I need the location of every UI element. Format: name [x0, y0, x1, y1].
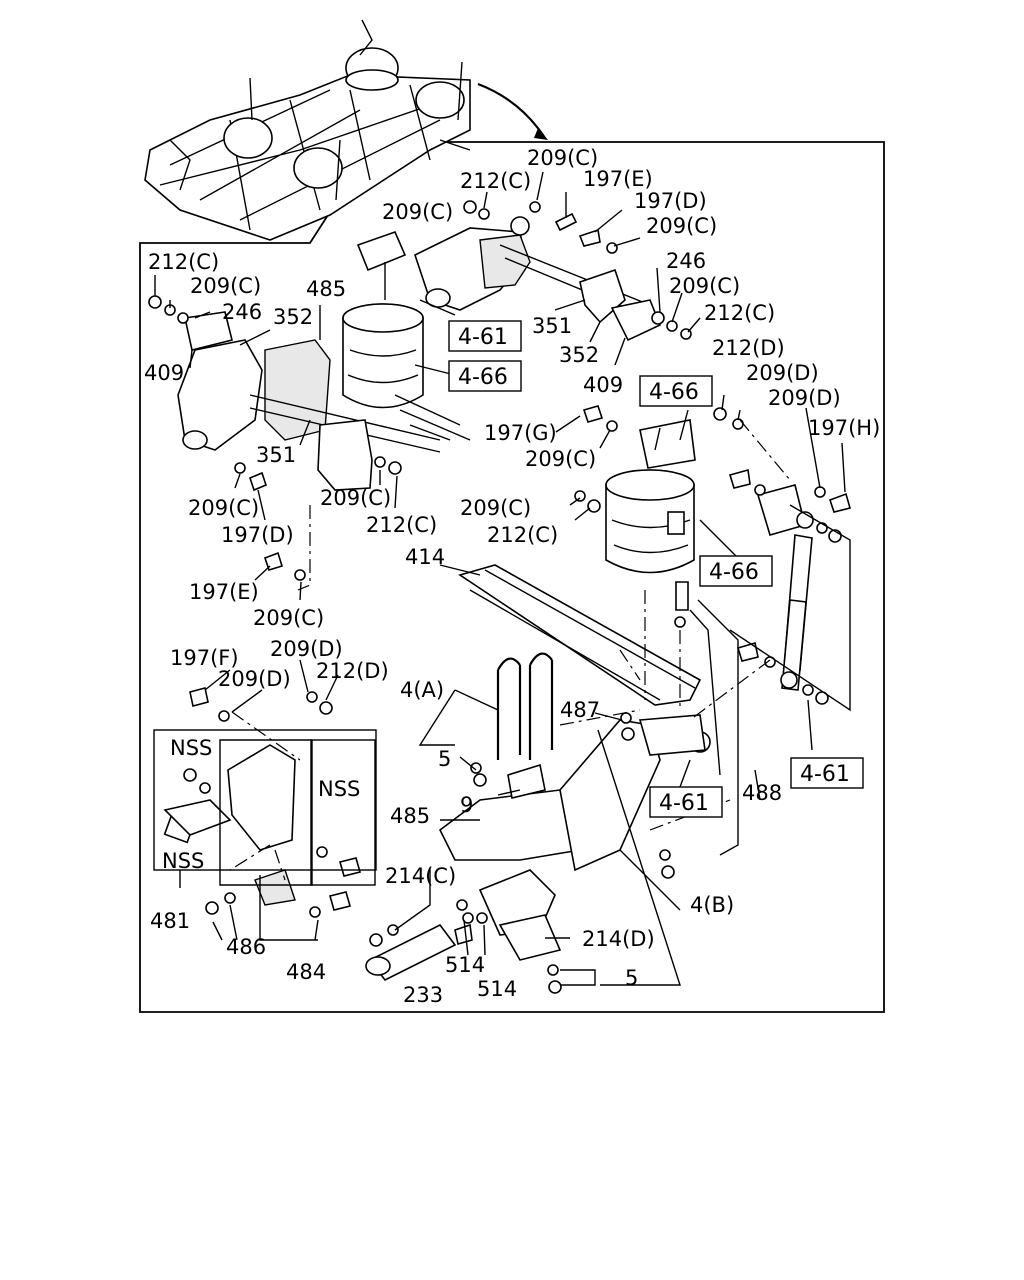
part-label: 212(C) [487, 523, 558, 547]
diagram-frame [139, 141, 885, 1013]
part-label: 486 [226, 935, 266, 959]
upper-right-bracket-assembly [414, 216, 692, 342]
ref-box-4-66-c[interactable]: 4-66 [699, 555, 773, 587]
ref-box-4-66-c-label: 4-66 [709, 560, 759, 585]
part-label: 197(D) [634, 189, 707, 213]
part-label: 197(E) [189, 580, 259, 604]
part-label: 351 [256, 443, 296, 467]
ref-box-4-61-b-label: 4-61 [659, 791, 709, 816]
nss-box-left [153, 729, 377, 871]
part-label: 414 [405, 545, 445, 569]
part-label: 409 [144, 361, 184, 385]
part-label: 485 [306, 277, 346, 301]
part-label: 197(E) [583, 167, 653, 191]
part-label: 9 [460, 793, 473, 817]
part-label: 209(C) [525, 447, 596, 471]
alignment-lines [229, 419, 791, 881]
torque-rod-assembly [365, 869, 562, 982]
part-label: 214(C) [385, 864, 456, 888]
ref-box-4-66-a-label: 4-66 [458, 365, 508, 390]
ref-box-4-66-b-label: 4-66 [649, 380, 699, 405]
ref-box-4-61-c[interactable]: 4-61 [790, 757, 864, 789]
upper-air-spring [342, 230, 471, 441]
part-label: 481 [150, 909, 190, 933]
part-label: NSS [162, 849, 204, 873]
leader-lines [154, 171, 851, 986]
part-label: 214(D) [582, 927, 655, 951]
part-label: 351 [532, 314, 572, 338]
part-label: 409 [583, 373, 623, 397]
lower-left-bracket [163, 744, 296, 906]
hardware-parts [183, 200, 851, 994]
part-label: 484 [286, 960, 326, 984]
part-label: 246 [666, 249, 706, 273]
part-label: NSS [318, 777, 360, 801]
part-label: 4(B) [690, 893, 734, 917]
part-label: 197(F) [170, 646, 239, 670]
part-label: 209(C) [188, 496, 259, 520]
part-label: 209(C) [253, 606, 324, 630]
part-label: 514 [477, 977, 517, 1001]
part-label: 233 [403, 983, 443, 1007]
overview-assembly-illustration [144, 19, 548, 241]
ref-box-4-66-b[interactable]: 4-66 [639, 375, 713, 407]
part-label: 209(C) [382, 200, 453, 224]
part-label: 212(C) [704, 301, 775, 325]
part-label: 209(C) [460, 496, 531, 520]
part-label: 209(C) [527, 146, 598, 170]
part-label: 209(C) [646, 214, 717, 238]
part-label: 212(C) [366, 513, 437, 537]
part-label: 197(D) [221, 523, 294, 547]
nss-box-inner [310, 739, 376, 886]
part-labels: 209(C) 212(C) 197(E) 197(D) 209(C) 209(C… [144, 146, 880, 1007]
ref-box-4-61-a[interactable]: 4-61 [448, 320, 522, 352]
part-label: 212(C) [460, 169, 531, 193]
part-label: 488 [742, 781, 782, 805]
part-label: 212(C) [148, 250, 219, 274]
part-label: 212(D) [712, 336, 785, 360]
part-label: 209(C) [320, 486, 391, 510]
part-label: 5 [625, 966, 638, 990]
part-label: 485 [390, 804, 430, 828]
ref-box-4-61-a-label: 4-61 [458, 325, 508, 350]
part-label: 209(C) [190, 274, 261, 298]
u-bolts [496, 652, 554, 799]
part-label: 4(A) [400, 678, 444, 702]
right-air-spring [605, 419, 696, 574]
part-label: 209(D) [270, 637, 343, 661]
part-label: 209(C) [669, 274, 740, 298]
ref-box-4-61-c-label: 4-61 [800, 762, 850, 787]
part-label: 5 [438, 747, 451, 771]
part-label: 514 [445, 953, 485, 977]
left-bracket-assembly [148, 295, 441, 491]
part-label: 197(G) [484, 421, 557, 445]
part-label: 352 [273, 305, 313, 329]
part-label: 212(D) [316, 659, 389, 683]
part-label: 197(H) [808, 416, 880, 440]
part-label: NSS [170, 736, 212, 760]
part-label: 209(D) [218, 667, 291, 691]
part-label: 352 [559, 343, 599, 367]
part-label: 209(D) [746, 361, 819, 385]
suspension-beam [438, 564, 711, 872]
ref-box-4-61-b[interactable]: 4-61 [649, 786, 723, 818]
part-label: 209(D) [768, 386, 841, 410]
part-label: 487 [560, 698, 600, 722]
ref-box-4-66-a[interactable]: 4-66 [448, 360, 522, 392]
part-label: 246 [222, 300, 262, 324]
